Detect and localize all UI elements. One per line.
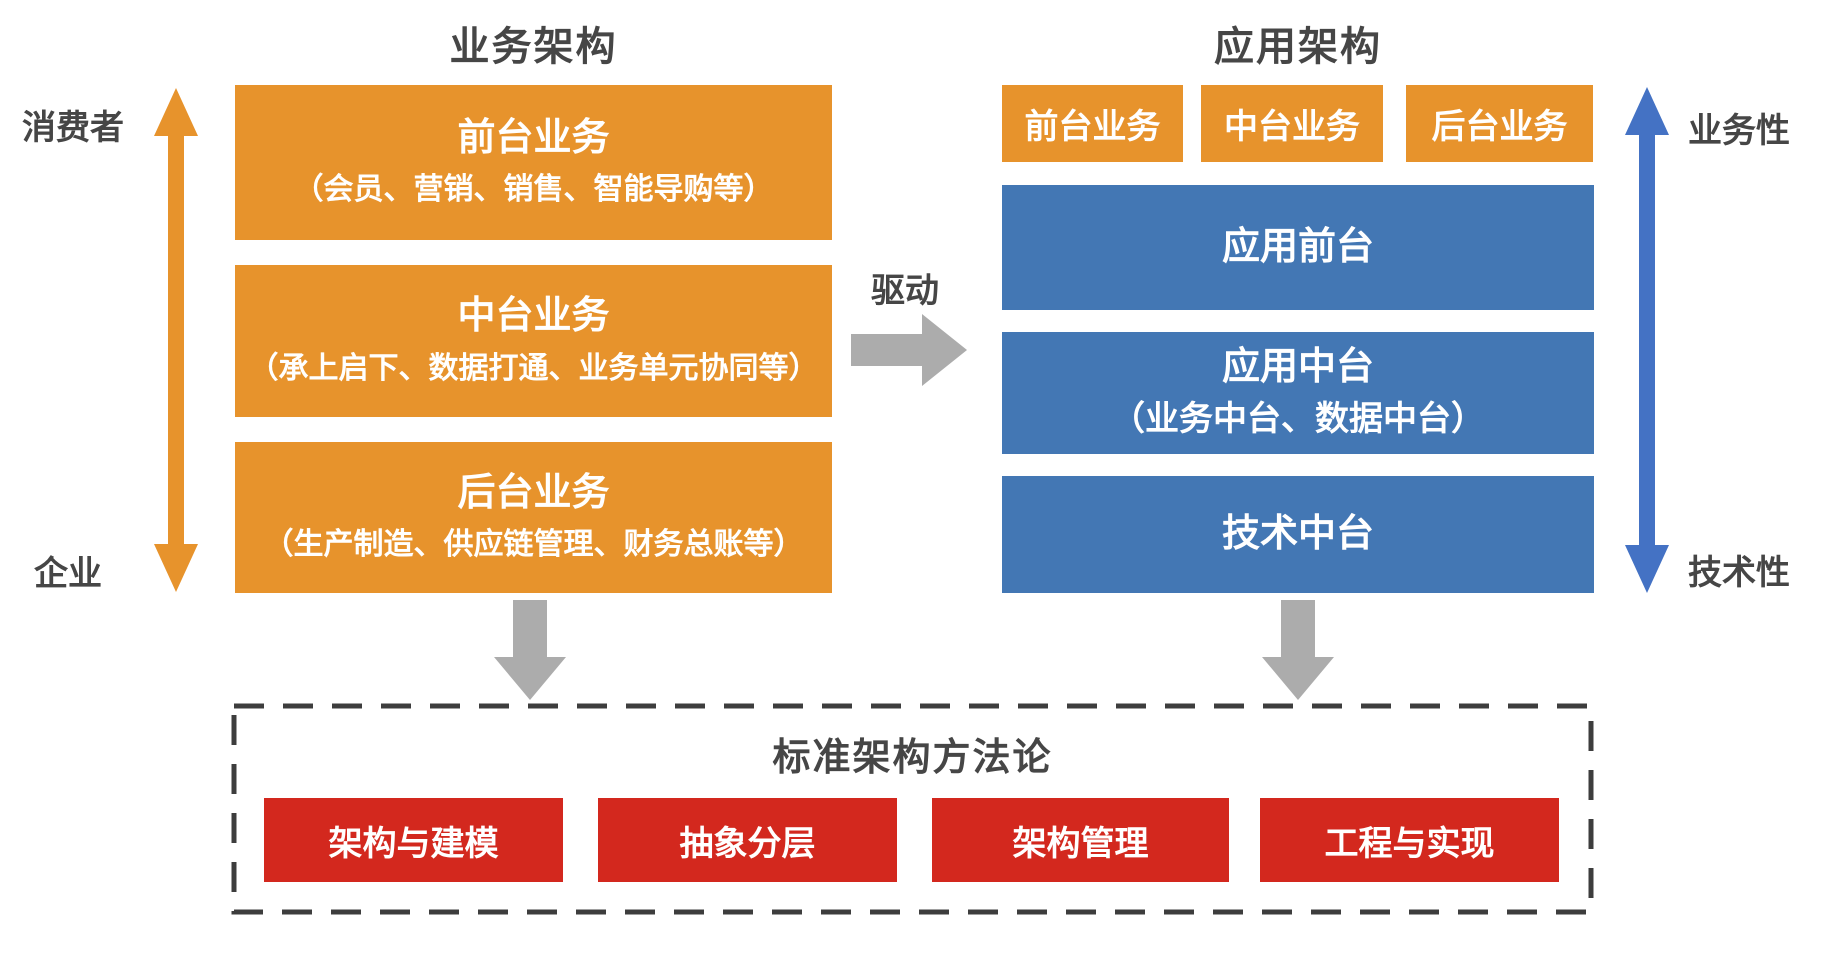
technology-middle-platform-box: 技术中台 (1002, 476, 1594, 593)
middle-office-business-title: 中台业务 (457, 295, 610, 338)
methodology-item-architecture-management: 架构管理 (932, 798, 1229, 882)
consumer-enterprise-double-arrow-icon (154, 88, 198, 592)
application-frontend-box: 应用前台 (1002, 185, 1594, 310)
application-frontend-title: 应用前台 (1221, 225, 1374, 268)
methodology-item-architecture-modeling: 架构与建模 (264, 798, 563, 882)
technology-middle-platform-title: 技术中台 (1221, 512, 1374, 555)
business-to-methodology-down-arrow-icon (494, 600, 566, 700)
consumer-label: 消费者 (22, 109, 124, 147)
methodology-title: 标准架构方法论 (772, 737, 1053, 779)
application-architecture-title: 应用架构 (1214, 25, 1382, 69)
technology-oriented-label: 技术性 (1688, 554, 1790, 592)
back-office-business-subtitle: （生产制造、供应链管理、财务总账等） (263, 528, 804, 562)
app-back-office-chip: 后台业务 (1406, 85, 1593, 162)
front-office-business-title: 前台业务 (457, 116, 610, 159)
back-office-business-title: 后台业务 (457, 471, 610, 514)
back-office-business-box: 后台业务 （生产制造、供应链管理、财务总账等） (235, 442, 832, 593)
business-architecture-title: 业务架构 (449, 25, 618, 69)
drive-right-arrow-icon (851, 314, 967, 386)
front-office-business-box: 前台业务 （会员、营销、销售、智能导购等） (235, 85, 832, 240)
application-middle-platform-title: 应用中台 (1221, 345, 1374, 388)
app-front-office-chip: 前台业务 (1002, 85, 1183, 162)
application-to-methodology-down-arrow-icon (1262, 600, 1334, 700)
app-middle-office-chip: 中台业务 (1201, 85, 1383, 162)
business-technology-double-arrow-icon (1625, 87, 1669, 593)
business-oriented-label: 业务性 (1688, 112, 1790, 150)
methodology-item-engineering-implementation: 工程与实现 (1260, 798, 1559, 882)
front-office-business-subtitle: （会员、营销、销售、智能导购等） (293, 173, 774, 207)
drive-label: 驱动 (871, 272, 939, 310)
application-middle-platform-box: 应用中台 （业务中台、数据中台） (1002, 332, 1594, 454)
middle-office-business-subtitle: （承上启下、数据打通、业务单元协同等） (248, 351, 819, 385)
enterprise-label: 企业 (34, 555, 102, 593)
methodology-item-abstraction-layering: 抽象分层 (598, 798, 897, 882)
middle-office-business-box: 中台业务 （承上启下、数据打通、业务单元协同等） (235, 265, 832, 417)
application-middle-platform-subtitle: （业务中台、数据中台） (1111, 400, 1485, 439)
